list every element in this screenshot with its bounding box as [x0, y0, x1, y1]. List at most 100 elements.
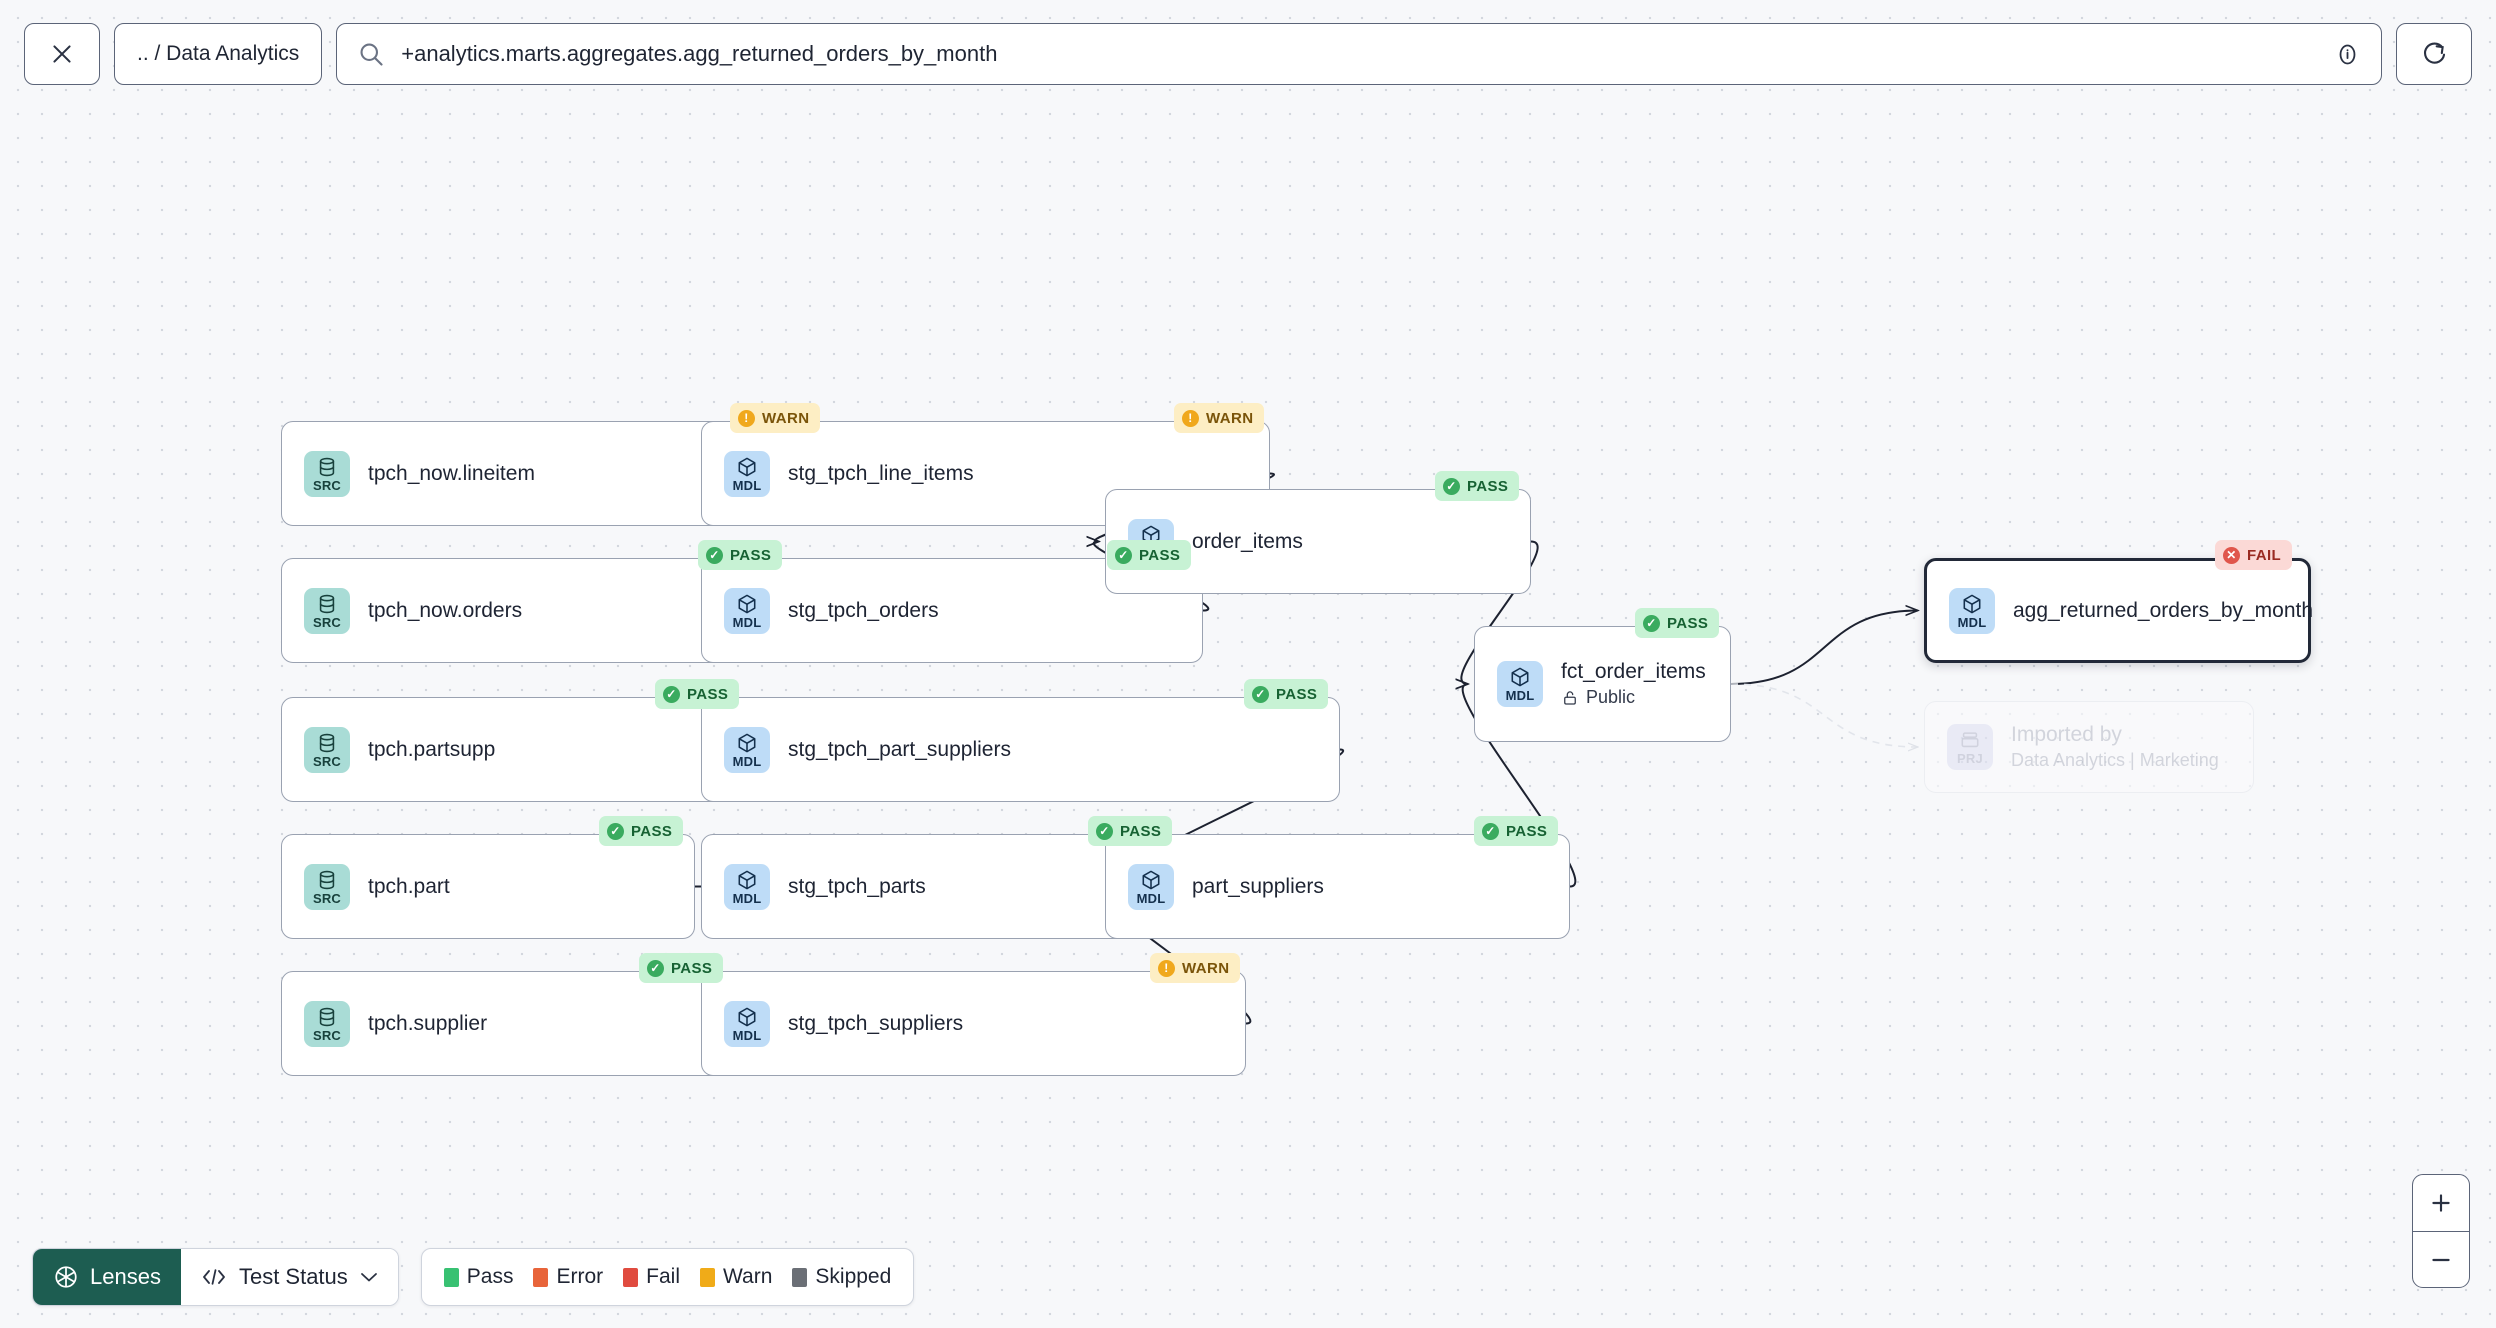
search-icon	[360, 43, 383, 66]
node-subtitle: Public	[1561, 687, 1706, 708]
legend-swatch-icon	[792, 1267, 808, 1287]
prj-node-icon: PRJ	[1947, 724, 1993, 770]
node-body: stg_tpch_suppliers	[788, 1012, 963, 1036]
graph-node-tpch_part[interactable]: SRC tpch.part	[281, 834, 695, 939]
legend-item-error[interactable]: Error	[533, 1265, 603, 1289]
node-title: tpch_now.orders	[368, 598, 523, 622]
chevron-down-icon	[360, 1273, 377, 1282]
node-title: stg_tpch_suppliers	[788, 1011, 964, 1035]
node-title: stg_tpch_line_items	[788, 461, 974, 485]
node-kind-label: SRC	[312, 890, 342, 906]
node-body: tpch.partsupp	[368, 738, 495, 762]
database-icon	[319, 1007, 335, 1026]
node-kind-label: MDL	[1136, 890, 1166, 906]
node-title: tpch.part	[368, 874, 450, 898]
lenses-button[interactable]: Lenses	[33, 1249, 181, 1305]
search-bar[interactable]: +analytics.marts.aggregates.agg_returned…	[336, 23, 2382, 85]
legend-item-warn[interactable]: Warn	[700, 1265, 772, 1289]
node-title: tpch.supplier	[368, 1011, 488, 1035]
node-kind-label: MDL	[1136, 545, 1166, 561]
database-icon	[319, 594, 335, 613]
zoom-controls	[2412, 1174, 2470, 1288]
mdl-node-icon: MDL	[1497, 661, 1543, 707]
mdl-node-icon: MDL	[724, 863, 770, 910]
node-body: stg_tpch_orders	[788, 599, 939, 623]
refresh-button[interactable]	[2396, 23, 2472, 85]
code-icon	[203, 1269, 225, 1285]
node-kind-label: MDL	[732, 890, 762, 906]
mdl-node-icon: MDL	[1949, 587, 1995, 634]
mdl-node-icon: MDL	[1128, 518, 1174, 565]
graph-node-part_suppliers[interactable]: MDL part_suppliers	[1105, 834, 1570, 939]
node-kind-label: MDL	[732, 477, 762, 493]
graph-node-order_items[interactable]: MDL order_items	[1105, 489, 1531, 594]
graph-node-stg_tpch_suppliers[interactable]: MDL stg_tpch_suppliers	[701, 971, 1246, 1076]
legend-label: Skipped	[815, 1265, 892, 1288]
mdl-node-icon: MDL	[724, 1000, 770, 1047]
node-title: stg_tpch_orders	[788, 598, 939, 622]
plus-icon	[2432, 1194, 2450, 1212]
legend-swatch-icon	[700, 1267, 715, 1287]
node-kind-label: MDL	[1505, 688, 1535, 703]
node-body: agg_returned_orders_by_month	[2013, 599, 2313, 623]
close-icon	[53, 45, 71, 63]
minus-icon	[2432, 1258, 2450, 1261]
node-subtitle-text: Public	[1586, 687, 1636, 707]
node-title: order_items	[1192, 529, 1303, 553]
legend-label: Pass	[466, 1265, 514, 1288]
status-legend: Pass Error Fail Warn Skipped	[420, 1248, 915, 1306]
legend-label: Fail	[646, 1265, 680, 1288]
cube-icon	[738, 457, 756, 476]
legend-item-pass[interactable]: Pass	[443, 1265, 514, 1289]
cube-icon	[738, 594, 756, 613]
legend-item-skipped[interactable]: Skipped	[792, 1265, 891, 1289]
zoom-out-button[interactable]	[2413, 1231, 2469, 1287]
graph-node-tpch_supplier[interactable]: SRC tpch.supplier	[281, 971, 735, 1076]
node-kind-label: SRC	[312, 1027, 342, 1043]
node-subtitle-text: Data Analytics | Marketing	[2011, 750, 2219, 770]
node-kind-label: MDL	[732, 1027, 762, 1043]
cube-icon	[1511, 667, 1529, 687]
cube-icon	[738, 733, 756, 752]
node-body: tpch.supplier	[368, 1012, 487, 1036]
refresh-icon	[2424, 42, 2446, 64]
breadcrumb[interactable]: .. / Data Analytics	[114, 23, 323, 85]
bottom-toolbar: Lenses Test Status Pass Error Fail Warn Skip…	[32, 1248, 915, 1306]
mdl-node-icon: MDL	[724, 450, 770, 497]
node-kind-label: PRJ	[1957, 751, 1983, 766]
lens-dropdown[interactable]: Test Status	[180, 1249, 398, 1305]
lens-name: Test Status	[238, 1264, 348, 1289]
legend-label: Error	[556, 1265, 604, 1288]
node-title: stg_tpch_part_suppliers	[788, 737, 1011, 761]
node-kind-label: MDL	[732, 753, 762, 769]
node-title: fct_order_items	[1561, 660, 1706, 683]
graph-node-stg_tpch_part_supp[interactable]: MDL stg_tpch_part_suppliers	[701, 697, 1340, 802]
node-kind-label: MDL	[1957, 614, 1987, 630]
search-input[interactable]: +analytics.marts.aggregates.agg_returned…	[401, 41, 998, 66]
graph-node-agg_returned_orders[interactable]: MDL agg_returned_orders_by_month	[1924, 558, 2313, 663]
node-title: part_suppliers	[1192, 874, 1324, 898]
zoom-in-button[interactable]	[2413, 1175, 2469, 1231]
mdl-node-icon: MDL	[724, 587, 770, 634]
cube-icon	[738, 1007, 756, 1026]
close-button[interactable]	[24, 23, 100, 85]
src-node-icon: SRC	[304, 450, 350, 497]
src-node-icon: SRC	[304, 863, 350, 910]
top-toolbar: .. / Data Analytics +analytics.marts.agg…	[0, 0, 2496, 108]
info-icon[interactable]	[2334, 41, 2361, 68]
src-node-icon: SRC	[304, 1000, 350, 1047]
legend-swatch-icon	[443, 1267, 459, 1287]
cube-icon	[1142, 525, 1160, 544]
legend-label: Warn	[723, 1265, 773, 1288]
node-title: tpch.partsupp	[368, 737, 496, 761]
legend-item-fail[interactable]: Fail	[623, 1265, 680, 1289]
node-body: stg_tpch_parts	[788, 875, 926, 899]
legend-swatch-icon	[623, 1267, 639, 1287]
